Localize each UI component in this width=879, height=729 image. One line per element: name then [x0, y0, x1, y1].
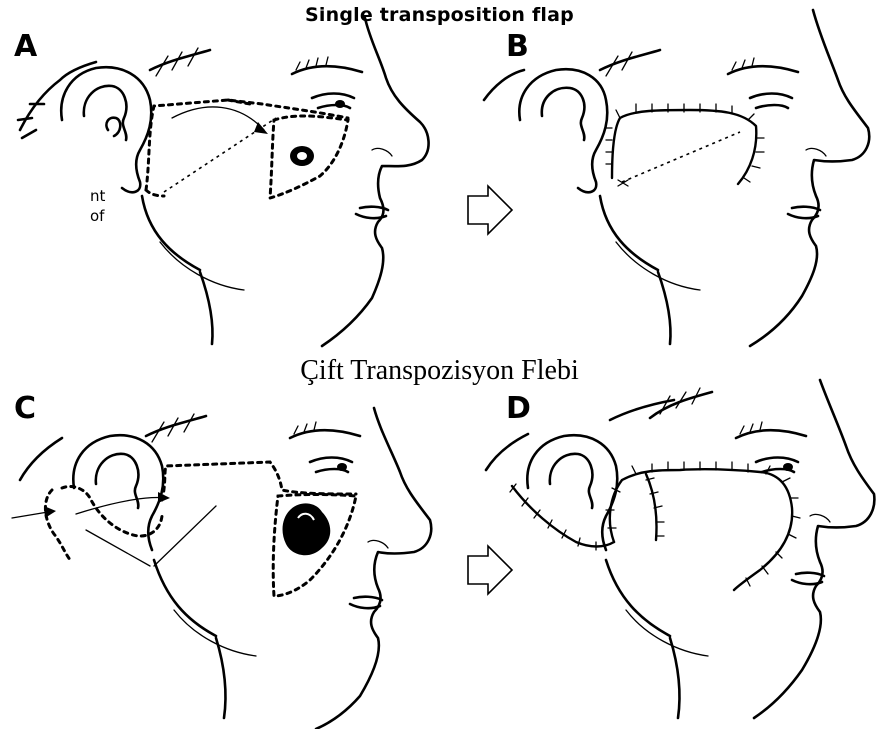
right-arrow-icon [468, 186, 512, 234]
panel-a-face-drawing [18, 18, 429, 346]
panel-d-face-drawing [486, 380, 874, 718]
right-arrow-icon [468, 546, 512, 594]
panel-c-face-drawing [12, 408, 431, 729]
panel-b-face-drawing [484, 10, 869, 346]
